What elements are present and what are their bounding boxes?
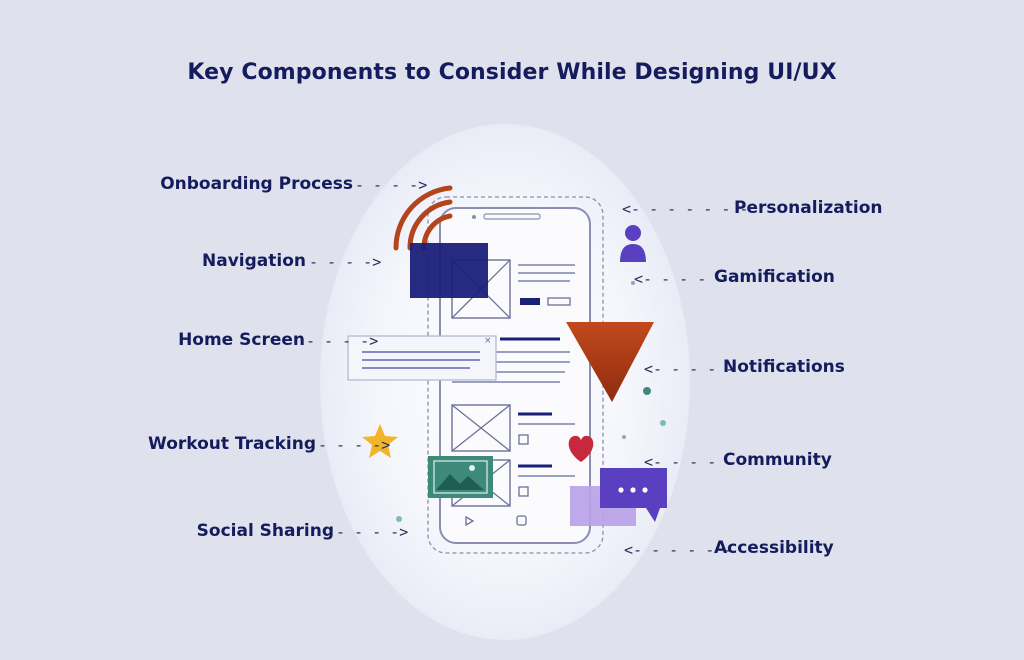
notification-cone	[566, 322, 654, 402]
star-icon	[362, 424, 398, 458]
label-personalization: Personalization	[734, 198, 883, 218]
placeholder-cross-2	[451, 404, 511, 452]
placeholder-image-2	[451, 404, 511, 452]
label-onboarding-process: Onboarding Process	[160, 174, 353, 194]
decor-dot	[631, 281, 635, 285]
floating-text-card: ×	[347, 335, 497, 381]
arrow-workout-tracking: - - - ->	[318, 436, 391, 454]
heart-icon	[568, 435, 594, 462]
label-workout-tracking: Workout Tracking	[148, 434, 316, 454]
label-home-screen: Home Screen	[178, 330, 305, 350]
decor-dot	[660, 420, 666, 426]
image-card	[428, 456, 493, 498]
label-gamification: Gamification	[714, 267, 835, 287]
phone-speaker-dot	[472, 215, 476, 219]
arrow-navigation: - - - ->	[309, 253, 382, 271]
arrow-community: <- - - - -	[644, 453, 735, 471]
arrow-social-sharing: - - - ->	[336, 523, 409, 541]
arrow-home-screen: - - - ->	[306, 332, 379, 350]
person-icon	[620, 225, 646, 262]
label-notifications: Notifications	[723, 357, 845, 377]
nav-play-icon	[465, 515, 475, 527]
arrow-gamification: <- - - - -	[634, 270, 725, 288]
phone-speaker	[483, 213, 541, 220]
label-accessibility: Accessibility	[714, 538, 834, 558]
close-icon: ×	[484, 336, 492, 346]
arrow-notifications: <- - - - -	[644, 360, 735, 378]
decor-dot	[643, 387, 651, 395]
label-community: Community	[723, 450, 832, 470]
decor-dot	[396, 516, 402, 522]
arrow-accessibility: <- - - - - -	[624, 541, 733, 559]
arrow-personalization: <- - - - - - -	[622, 200, 749, 218]
label-social-sharing: Social Sharing	[196, 521, 334, 541]
arrow-onboarding-process: - - - ->	[355, 176, 428, 194]
chat-bubble-icon	[600, 468, 667, 522]
decor-dot	[622, 435, 626, 439]
label-navigation: Navigation	[202, 251, 306, 271]
nav-square-icon	[516, 515, 527, 526]
page-title: Key Components to Consider While Designi…	[187, 60, 837, 85]
navy-card	[410, 243, 488, 298]
